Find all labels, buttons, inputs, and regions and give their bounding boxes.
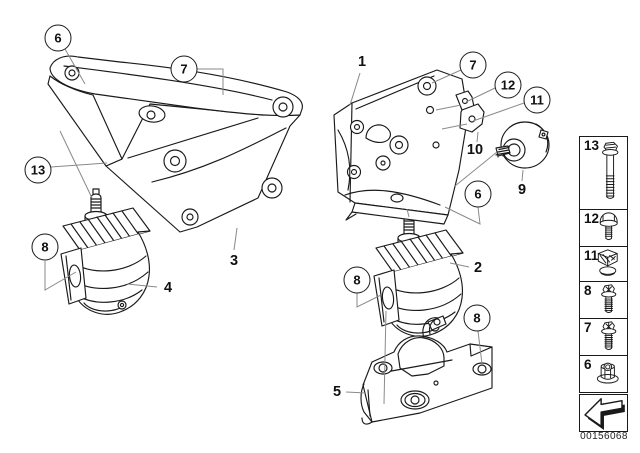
legend-number: 7 bbox=[584, 320, 592, 335]
callout-balloon-12[interactable]: 12 bbox=[494, 71, 522, 99]
callout-balloon-6[interactable]: 6 bbox=[44, 24, 72, 52]
legend-number: 8 bbox=[584, 283, 592, 298]
balloon-number: 6 bbox=[54, 30, 62, 46]
balloon-number: 8 bbox=[473, 310, 481, 326]
flange-bolt-icon bbox=[601, 284, 617, 314]
callout-balloon-8c[interactable]: 8 bbox=[463, 304, 491, 332]
long-flange-bolt-icon bbox=[602, 141, 619, 199]
flange-nut-icon bbox=[596, 362, 619, 384]
part-9-vibration-damper bbox=[495, 121, 550, 169]
balloon-number: 7 bbox=[180, 61, 188, 77]
balloon-number: 6 bbox=[474, 186, 482, 202]
part-number-9[interactable]: 9 bbox=[517, 181, 527, 198]
callout-balloon-13[interactable]: 13 bbox=[24, 156, 52, 184]
callout-balloon-8[interactable]: 8 bbox=[31, 233, 59, 261]
short-bolt-icon bbox=[599, 212, 618, 241]
balloon-number: 11 bbox=[530, 92, 544, 108]
part-5-support-bracket bbox=[360, 317, 493, 425]
part-number-10[interactable]: 10 bbox=[466, 141, 484, 158]
legend-number: 6 bbox=[584, 357, 592, 372]
part-4-engine-mount bbox=[60, 188, 151, 315]
legend-item-8[interactable]: 8 bbox=[579, 281, 628, 319]
part-number-1[interactable]: 1 bbox=[357, 53, 367, 70]
callout-balloon-6b[interactable]: 6 bbox=[464, 180, 492, 208]
part-2-engine-mount bbox=[373, 210, 464, 337]
legend-number: 13 bbox=[584, 138, 600, 153]
part-3-bracket bbox=[47, 55, 303, 233]
balloon-number: 7 bbox=[469, 57, 477, 73]
balloon-number: 8 bbox=[353, 272, 361, 288]
balloon-number: 13 bbox=[30, 162, 46, 178]
legend-item-13[interactable]: 13 bbox=[579, 136, 628, 210]
legend-item-12[interactable]: 12 bbox=[579, 209, 628, 247]
legend-item-6[interactable]: 6 bbox=[579, 355, 628, 393]
balloon-number: 12 bbox=[500, 77, 516, 93]
back-arrow-button[interactable] bbox=[579, 394, 628, 432]
balloon-number: 8 bbox=[41, 239, 49, 255]
buffer-clip-icon bbox=[597, 249, 618, 276]
back-arrow-icon bbox=[584, 398, 625, 431]
part-number-4[interactable]: 4 bbox=[163, 279, 173, 296]
legend-number: 12 bbox=[584, 211, 600, 226]
callout-balloon-7[interactable]: 7 bbox=[170, 55, 198, 83]
leader-lines bbox=[44, 48, 525, 405]
part-number-2[interactable]: 2 bbox=[473, 259, 483, 276]
part-number-5[interactable]: 5 bbox=[332, 383, 342, 400]
callout-balloon-7b[interactable]: 7 bbox=[459, 51, 487, 79]
part-number-3[interactable]: 3 bbox=[229, 252, 239, 269]
legend-number: 11 bbox=[584, 248, 599, 263]
image-number: 00156068 bbox=[580, 431, 628, 442]
legend-item-11[interactable]: 11 bbox=[579, 246, 628, 282]
legend-item-7[interactable]: 7 bbox=[579, 318, 628, 356]
flange-bolt-icon bbox=[601, 321, 617, 351]
callout-balloon-8b[interactable]: 8 bbox=[343, 266, 371, 294]
callout-balloon-11[interactable]: 11 bbox=[523, 86, 551, 114]
